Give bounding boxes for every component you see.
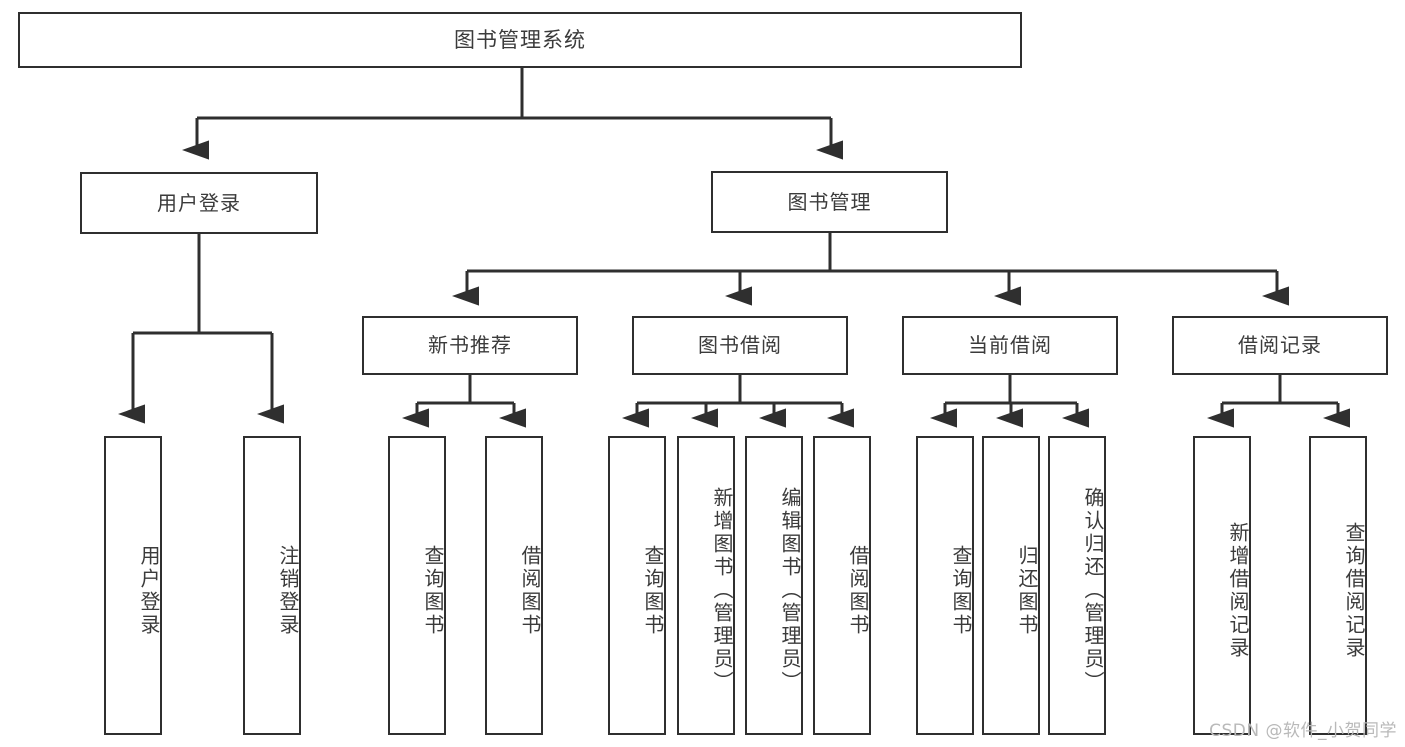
- node-book-borrow-label: 图书借阅: [698, 333, 782, 357]
- node-leaf-borrow-book-2[interactable]: 借阅图书: [813, 436, 871, 735]
- node-leaf-borrow-book-2-label: 借阅图书: [846, 544, 870, 637]
- node-leaf-query-book-3[interactable]: 查询图书: [916, 436, 974, 735]
- node-new-book-recommend-label: 新书推荐: [428, 333, 512, 357]
- node-book-borrow[interactable]: 图书借阅: [632, 316, 848, 375]
- node-root-label: 图书管理系统: [454, 27, 586, 52]
- node-leaf-user-login[interactable]: 用户登录: [104, 436, 162, 735]
- node-book-manage-label: 图书管理: [787, 189, 872, 214]
- node-leaf-return-book-label: 归还图书: [1015, 544, 1039, 637]
- node-leaf-query-book-2[interactable]: 查询图书: [608, 436, 666, 735]
- node-leaf-edit-book-label: 编辑图书（管理员）: [778, 487, 802, 694]
- node-leaf-return-book[interactable]: 归还图书: [982, 436, 1040, 735]
- node-leaf-confirm-return-label: 确认归还（管理员）: [1081, 487, 1105, 694]
- node-user-login[interactable]: 用户登录: [80, 172, 318, 234]
- node-leaf-query-book-1-label: 查询图书: [421, 544, 445, 637]
- node-leaf-user-login-label: 用户登录: [137, 544, 161, 637]
- node-user-login-label: 用户登录: [157, 190, 241, 215]
- node-current-borrow-label: 当前借阅: [968, 333, 1052, 357]
- node-borrow-record-label: 借阅记录: [1238, 333, 1322, 357]
- node-new-book-recommend[interactable]: 新书推荐: [362, 316, 578, 375]
- node-leaf-add-book[interactable]: 新增图书（管理员）: [677, 436, 735, 735]
- node-leaf-logout-login[interactable]: 注销登录: [243, 436, 301, 735]
- node-current-borrow[interactable]: 当前借阅: [902, 316, 1118, 375]
- node-leaf-query-record[interactable]: 查询借阅记录: [1309, 436, 1367, 735]
- node-leaf-query-record-label: 查询借阅记录: [1342, 521, 1366, 660]
- node-leaf-add-record-label: 新增借阅记录: [1226, 521, 1250, 660]
- node-leaf-add-book-label: 新增图书（管理员）: [710, 487, 734, 694]
- node-leaf-borrow-book-1-label: 借阅图书: [518, 544, 542, 637]
- node-leaf-logout-login-label: 注销登录: [276, 544, 300, 637]
- node-leaf-borrow-book-1[interactable]: 借阅图书: [485, 436, 543, 735]
- node-leaf-add-record[interactable]: 新增借阅记录: [1193, 436, 1251, 735]
- node-book-manage[interactable]: 图书管理: [711, 171, 948, 233]
- node-leaf-query-book-1[interactable]: 查询图书: [388, 436, 446, 735]
- node-leaf-edit-book[interactable]: 编辑图书（管理员）: [745, 436, 803, 735]
- node-borrow-record[interactable]: 借阅记录: [1172, 316, 1388, 375]
- node-leaf-query-book-3-label: 查询图书: [949, 544, 973, 637]
- watermark: CSDN @软件_小贺同学: [1209, 721, 1397, 741]
- node-leaf-confirm-return[interactable]: 确认归还（管理员）: [1048, 436, 1106, 735]
- node-leaf-query-book-2-label: 查询图书: [641, 544, 665, 637]
- node-root[interactable]: 图书管理系统: [18, 12, 1022, 68]
